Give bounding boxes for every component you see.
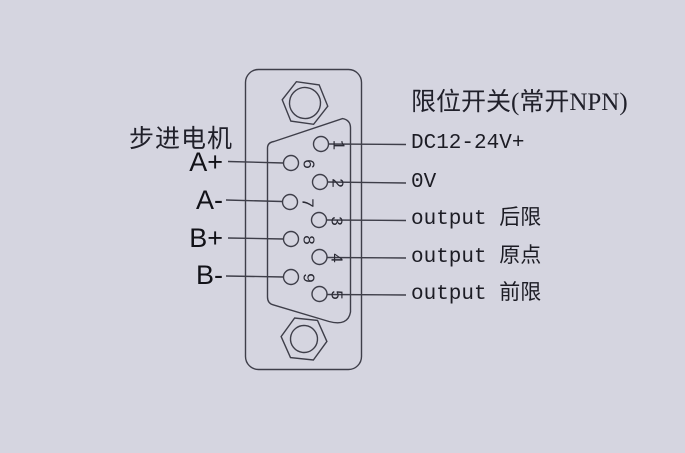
pin-number-2: 2 xyxy=(326,177,345,189)
leader-line-b-plus xyxy=(227,237,284,240)
bottom-jackscrew-icon xyxy=(280,317,328,361)
label-a-minus: A- xyxy=(196,185,223,215)
pin-1 xyxy=(312,135,330,153)
leader-line-front xyxy=(326,293,407,296)
top-jackscrew-icon xyxy=(281,80,329,126)
pin-5 xyxy=(311,285,328,303)
pin-6 xyxy=(282,154,300,172)
connector-body-outline xyxy=(244,68,363,371)
label-b-plus: B+ xyxy=(189,223,223,253)
label-output-origin: output 原点 xyxy=(411,246,542,269)
label-a-plus: A+ xyxy=(189,147,223,177)
label-b-minus: B- xyxy=(196,260,223,290)
pin-7 xyxy=(281,193,299,211)
pin-number-5: 5 xyxy=(325,289,344,301)
pin-2 xyxy=(311,173,329,191)
pin-number-4: 4 xyxy=(325,252,344,264)
pin-number-9: 9 xyxy=(297,272,316,284)
leader-line-b-minus xyxy=(225,275,284,278)
d-shell-outline xyxy=(266,117,352,324)
leader-line-rear xyxy=(326,219,407,222)
label-output-rear: output 后限 xyxy=(411,208,542,231)
pin-8 xyxy=(282,230,300,248)
pin-4 xyxy=(311,248,328,266)
leader-line-0v xyxy=(327,181,407,184)
pin-number-8: 8 xyxy=(297,234,316,246)
pin-number-1: 1 xyxy=(327,139,346,151)
leader-line-a-plus xyxy=(227,160,284,164)
label-output-front: output 前限 xyxy=(411,283,542,306)
leader-line-dc xyxy=(328,143,407,146)
pin-9 xyxy=(282,268,300,286)
pin-number-7: 7 xyxy=(296,197,315,209)
leader-line-origin xyxy=(326,256,407,259)
pin-3 xyxy=(310,211,328,229)
pin-number-6: 6 xyxy=(297,158,316,170)
stepper-motor-title: 步进电机 xyxy=(129,126,234,153)
label-0v: 0V xyxy=(411,171,437,194)
limit-switch-title: 限位开关(常开NPN) xyxy=(411,89,628,116)
leader-line-a-minus xyxy=(225,199,283,203)
pin-number-3: 3 xyxy=(325,215,344,227)
label-dc12-24v: DC12-24V+ xyxy=(411,132,525,155)
